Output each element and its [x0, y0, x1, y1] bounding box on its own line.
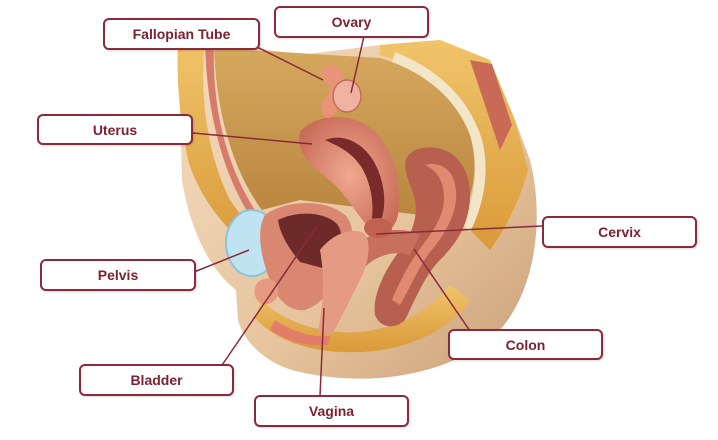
leader-pelvis [193, 249, 250, 273]
leader-colon [413, 248, 471, 332]
label-bladder: Bladder [79, 364, 234, 396]
ovary-shape [332, 79, 362, 113]
label-colon: Colon [448, 329, 603, 360]
leader-bladder [217, 225, 318, 372]
label-uterus: Uterus [37, 114, 193, 145]
leader-lines [192, 35, 543, 397]
label-fallopian-tube: Fallopian Tube [103, 18, 260, 50]
leader-fallopian-tube [252, 44, 324, 81]
label-pelvis: Pelvis [40, 259, 196, 291]
leader-ovary [350, 35, 365, 94]
label-vagina: Vagina [254, 395, 409, 427]
leader-vagina [319, 307, 325, 397]
leader-cervix [375, 225, 543, 235]
leader-uterus [192, 132, 313, 145]
label-ovary: Ovary [274, 6, 429, 38]
abdominal-wall [177, 40, 262, 250]
vagina-shape [318, 230, 369, 335]
cervix-shape [364, 218, 392, 238]
label-cervix: Cervix [542, 216, 697, 248]
